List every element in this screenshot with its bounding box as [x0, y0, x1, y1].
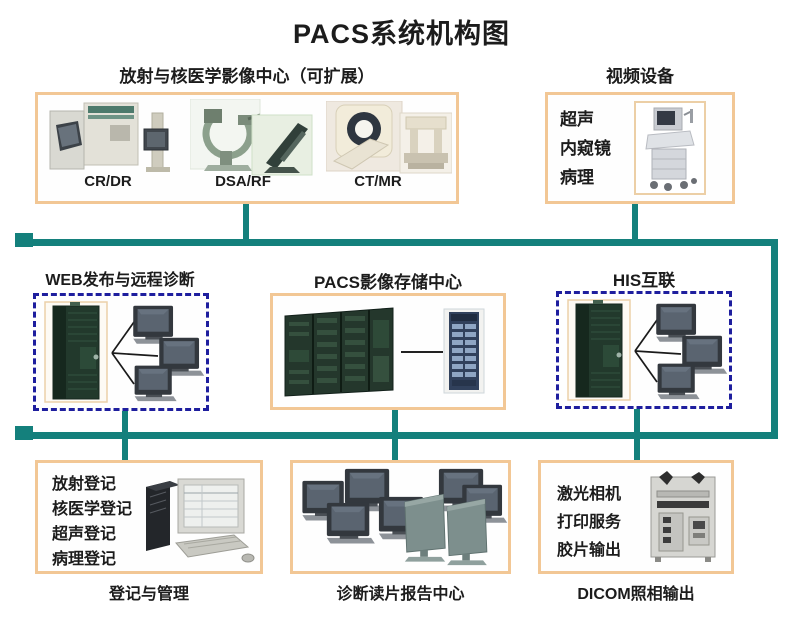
registration-pathology: 病理登记 [52, 551, 117, 568]
registration-radiology: 放射登记 [52, 476, 117, 493]
video-device-ultrasound: 超声 [560, 110, 594, 129]
web-arrow-lines [111, 321, 159, 385]
diagram-title: PACS系统机构图 [292, 19, 510, 49]
registration-ultrasound: 超声登记 [52, 526, 117, 543]
pacs-storage-box [270, 293, 506, 410]
connector-web-to-register [122, 410, 128, 460]
device-label-dsarf: DSA/RF [215, 173, 271, 190]
pacs-storage-heading: PACS影像存储中心 [314, 273, 462, 292]
video-devices-box: 超声 内窥镜 病理 [545, 92, 735, 204]
workstation-monitor-icon [677, 334, 729, 379]
video-device-pathology: 病理 [560, 168, 594, 187]
connector-his-to-dicom [634, 407, 640, 460]
dicom-print-service: 打印服务 [557, 514, 622, 531]
c-arm-machines-icon [190, 99, 316, 177]
bus1-horizontal-line [15, 239, 778, 246]
xray-machines-icon [48, 101, 184, 173]
desktop-computer-icon [136, 471, 258, 565]
diagnosis-caption: 诊断读片报告中心 [336, 586, 465, 603]
workstation-monitor-icon [154, 336, 206, 381]
his-arrow-lines [634, 319, 682, 383]
video-devices-heading: 视频设备 [606, 67, 674, 86]
flat-panel-display-icon [443, 499, 491, 567]
web-remote-heading: WEB发布与远程诊断 [45, 272, 195, 289]
connector-video-to-bus1 [632, 204, 638, 241]
storage-array-icon [283, 306, 401, 398]
connector-pacs-to-diagnosis [392, 410, 398, 460]
storage-tower-icon [443, 308, 485, 394]
dicom-services-list: 激光相机 打印服务 胶片输出 [557, 481, 621, 565]
video-devices-list: 超声 内窥镜 病理 [560, 105, 611, 192]
dicom-output-box: 激光相机 打印服务 胶片输出 [538, 460, 734, 574]
imaging-center-heading: 放射与核医学影像中心（可扩展） [119, 67, 375, 86]
storage-link-line [401, 351, 443, 353]
workstation-monitor-icon [651, 302, 703, 347]
ultrasound-cart-icon [634, 101, 706, 195]
diagnosis-box [290, 460, 511, 574]
workstation-monitor-icon [651, 362, 703, 404]
server-rack-icon [567, 299, 631, 401]
registration-caption: 登记与管理 [108, 586, 189, 603]
bus-right-vertical-line [771, 239, 778, 439]
registration-box: 放射登记 核医学登记 超声登记 病理登记 [35, 460, 263, 574]
workstation-monitor-icon [128, 364, 180, 406]
device-label-ctmr: CT/MR [354, 173, 402, 190]
imaging-center-box: CR/DR DSA/RF CT/MR [35, 92, 459, 204]
web-remote-box [33, 293, 209, 411]
connector-imaging-to-bus1 [243, 204, 249, 241]
device-label-crdr: CR/DR [84, 173, 132, 190]
dicom-film-output: 胶片输出 [557, 542, 622, 559]
crt-monitor-icon [321, 501, 377, 549]
his-heading: HIS互联 [612, 271, 676, 290]
ct-mr-scanners-icon [326, 101, 452, 175]
his-box [556, 291, 732, 409]
video-device-endoscope: 内窥镜 [560, 139, 611, 158]
flat-panel-display-icon [401, 493, 449, 565]
registration-nuclear: 核医学登记 [52, 501, 133, 518]
dicom-caption: DICOM照相输出 [577, 586, 695, 603]
dicom-laser-camera: 激光相机 [557, 486, 622, 503]
registration-list: 放射登记 核医学登记 超声登记 病理登记 [52, 472, 132, 572]
workstation-monitor-icon [128, 304, 180, 349]
server-rack-icon [44, 301, 108, 403]
laser-imager-icon [645, 469, 723, 565]
